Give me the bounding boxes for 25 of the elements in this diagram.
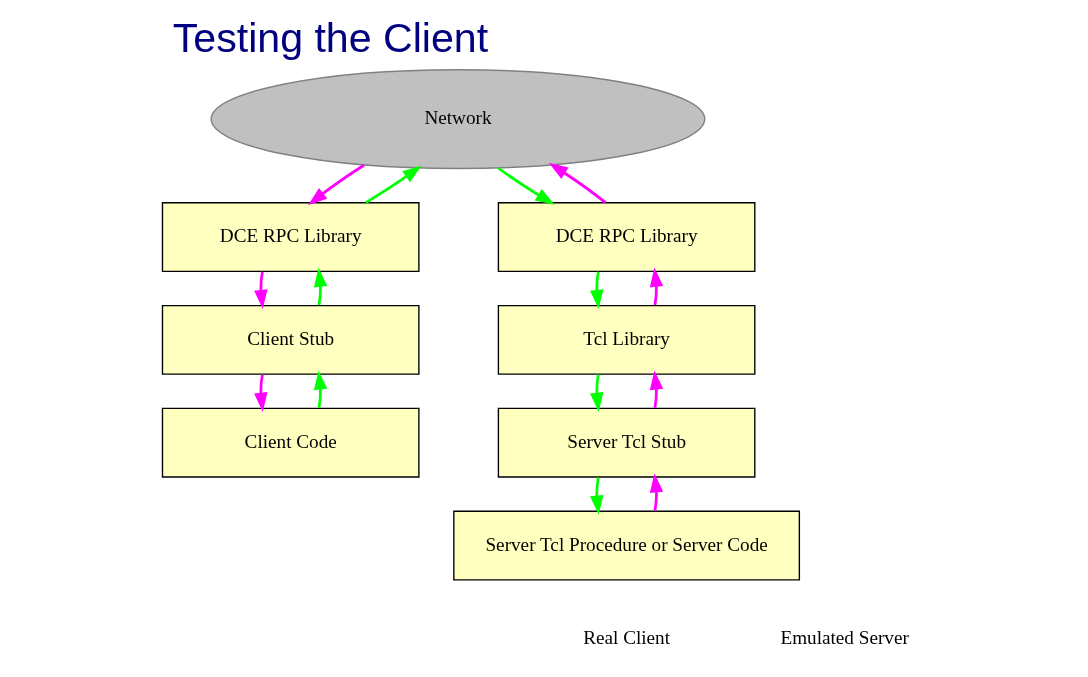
arrow: [590, 477, 604, 515]
label: Real Client: [583, 626, 671, 648]
arrow: [649, 473, 664, 511]
arrow: [590, 374, 604, 412]
label: Emulated Server: [780, 626, 909, 648]
arrow: [313, 370, 328, 409]
diagram-title: Testing the Client: [172, 14, 489, 61]
arrow: [548, 162, 607, 204]
node-box: Tcl Library: [497, 304, 756, 375]
node-box: Server Tcl Stub: [497, 407, 756, 478]
node-ellipse: Network: [210, 69, 706, 170]
arrow: [497, 166, 555, 205]
arrow: [649, 370, 664, 409]
node-box: Server Tcl Procedure or Server Code: [453, 510, 801, 581]
arrow: [308, 163, 365, 206]
node-box: DCE RPC Library: [497, 202, 756, 272]
node-box: DCE RPC Library: [161, 202, 420, 272]
arrow: [590, 271, 604, 310]
arrow: [365, 165, 422, 204]
arrow: [649, 267, 664, 306]
arrow: [254, 374, 268, 412]
node-box: Client Code: [161, 407, 420, 478]
node-box: Client Stub: [161, 304, 420, 375]
arrow: [313, 267, 328, 306]
arrow: [254, 271, 268, 310]
